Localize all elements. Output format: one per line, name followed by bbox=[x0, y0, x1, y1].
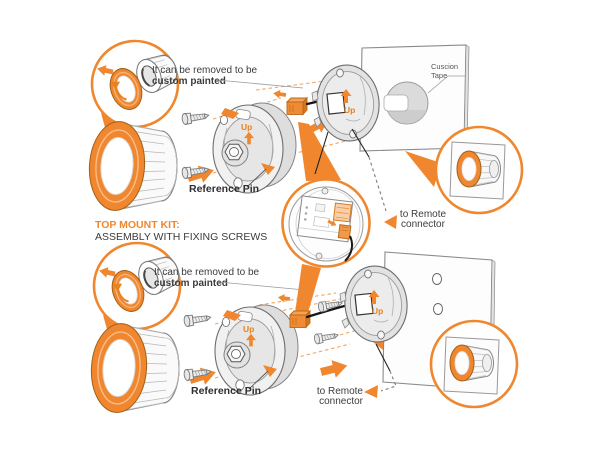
remote-arrow-icon bbox=[364, 385, 378, 398]
remote-arrow-icon bbox=[384, 215, 397, 229]
kit-title: TOP MOUNT KIT: bbox=[95, 219, 180, 231]
magnifier-assembled-top bbox=[434, 125, 524, 215]
pcb-detail-magnifier bbox=[281, 178, 371, 268]
wire-connector-cube bbox=[286, 97, 308, 115]
remote-label-line2: connector bbox=[319, 396, 364, 407]
kit-heading: TOP MOUNT KIT: ASSEMBLY WITH FIXING SCRE… bbox=[95, 219, 267, 243]
top-assembly-right: to Remote connector bbox=[272, 62, 524, 230]
remote-label-line2: connector bbox=[401, 219, 446, 230]
assemble-direction-arrow bbox=[318, 356, 350, 381]
exploded-row-top bbox=[86, 41, 303, 212]
remote-connector-socket bbox=[337, 224, 352, 240]
exploded-row-bottom bbox=[88, 243, 305, 414]
remote-label-line1: to Remote bbox=[317, 386, 364, 397]
wall-screw-hole bbox=[433, 303, 443, 315]
kit-subtitle: ASSEMBLY WITH FIXING SCREWS bbox=[95, 231, 267, 243]
magnifier-assembled-bottom bbox=[429, 319, 519, 409]
wall-screw-hole bbox=[432, 273, 442, 285]
highlighted-component bbox=[332, 202, 352, 223]
cushion-tape-label-line2: Tape bbox=[431, 71, 447, 80]
wall-fixing-screw bbox=[313, 329, 340, 345]
guide-direction-arrow bbox=[272, 88, 287, 100]
cushion-tape-disc bbox=[383, 81, 429, 125]
bottom-assembly-right: to Remote connector bbox=[277, 263, 519, 409]
remote-label-line1: to Remote bbox=[400, 209, 447, 220]
wire-connector-cube bbox=[289, 310, 311, 328]
cushion-tape-label-line1: Cuscion bbox=[431, 62, 458, 71]
